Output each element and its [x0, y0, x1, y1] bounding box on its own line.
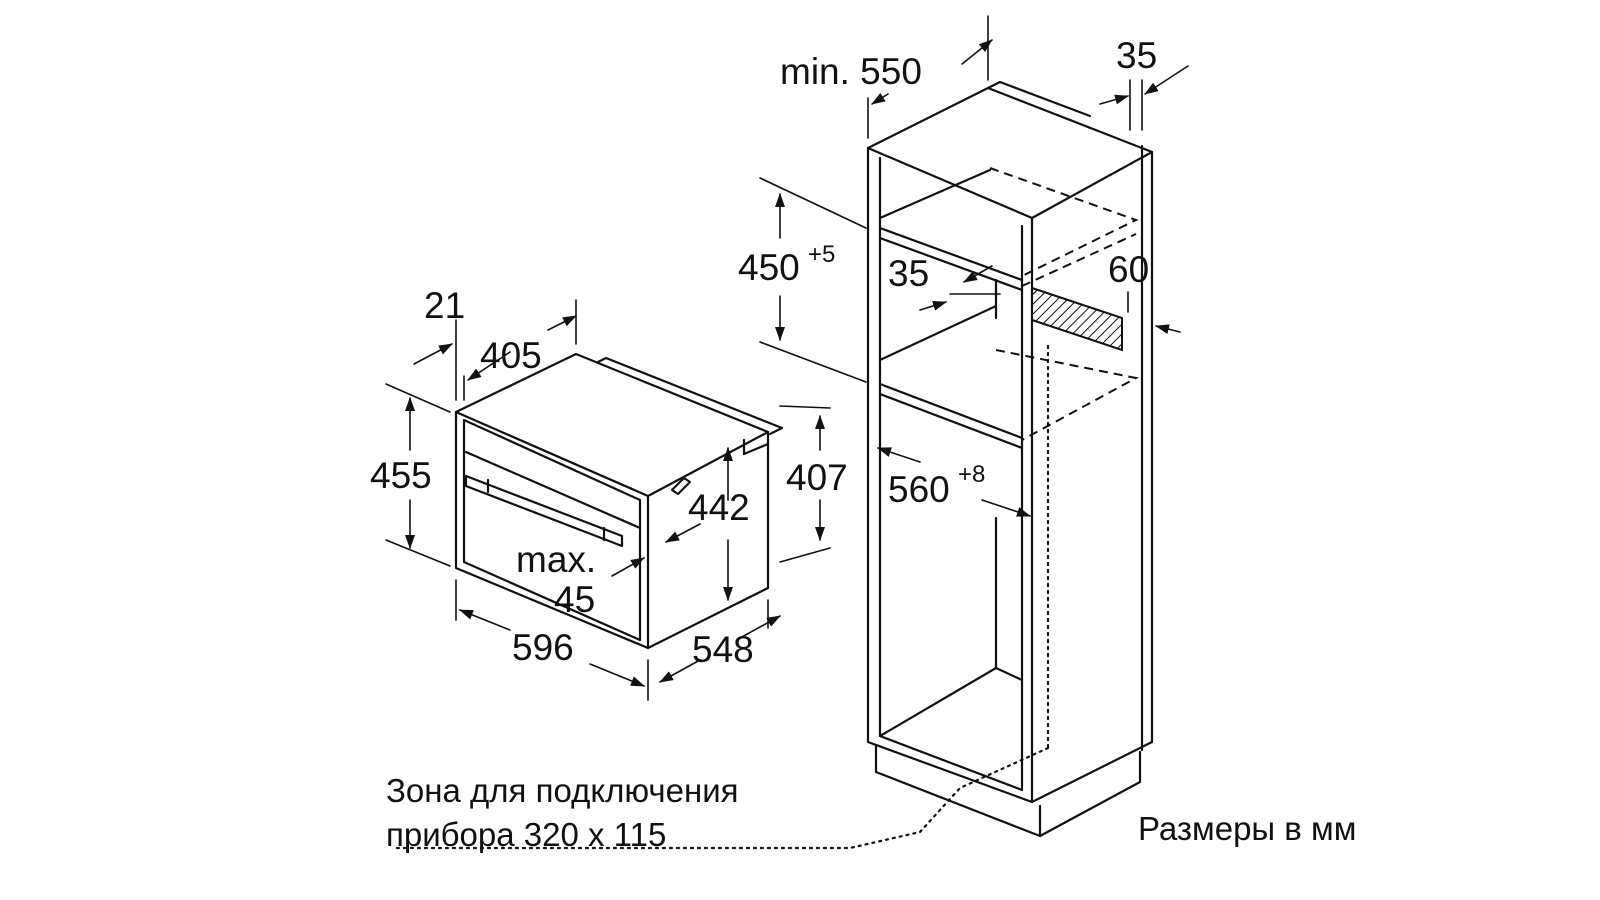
oven-side-notch [742, 438, 770, 456]
oven-front [454, 410, 650, 650]
dim-442: 442 [688, 487, 750, 528]
connection-zone-line1: Зона для подключения [386, 772, 739, 809]
cabinet-plinth [874, 744, 1042, 838]
dim-35-top: 35 [1116, 35, 1157, 76]
cabinet-plinth-side [1038, 750, 1142, 838]
dim-405: 405 [480, 335, 542, 376]
connection-zone-line2: прибора 320 x 115 [386, 816, 666, 853]
lower-compartment-corner [994, 666, 1024, 682]
dim-455: 455 [370, 455, 432, 496]
dim-max-label: max. [516, 539, 596, 580]
lower-dashed-shelf [995, 349, 1139, 441]
dim-35-mid: 35 [888, 253, 929, 294]
vent-hatched-strip [1031, 286, 1123, 352]
oven-dimension-lines [385, 299, 831, 701]
cabinet-right-side [1030, 150, 1154, 804]
units-note: Размеры в мм [1138, 810, 1356, 847]
niche-back [878, 304, 998, 362]
dim-407: 407 [786, 457, 848, 498]
upper-shelf-front-2 [878, 236, 1024, 292]
niche-bottom-front-2 [878, 392, 1024, 450]
oven-front-inner [462, 418, 642, 642]
oven-right-side [646, 430, 770, 650]
oven-side-recess [670, 476, 692, 496]
dim-450-tolerance: +5 [808, 241, 835, 268]
cabinet-top [866, 86, 1154, 220]
cable-path-bottom [394, 746, 1050, 850]
upper-dashed-opening [989, 167, 1139, 277]
upper-shelf-front [878, 226, 1024, 282]
dim-560: 560 [888, 469, 950, 510]
niche-bottom-front [878, 382, 1024, 440]
oven-handle-icon [464, 474, 624, 548]
cabinet-dimension-lines [759, 15, 1189, 517]
dim-560-tolerance: +8 [958, 461, 985, 488]
dim-450: 450 [738, 247, 800, 288]
oven-door-top-line [464, 450, 642, 530]
lower-compartment-floor [878, 666, 998, 738]
cabinet-drawing [394, 80, 1154, 850]
dim-21: 21 [424, 285, 465, 326]
cabinet-back-strip [986, 80, 1092, 118]
dim-596: 596 [512, 627, 574, 668]
oven-top-lip [596, 356, 784, 436]
upper-dashed-lower [1021, 233, 1137, 287]
oven-drawing [454, 352, 784, 650]
dim-min-550: min. 550 [780, 51, 922, 92]
dim-548: 548 [692, 629, 754, 670]
dim-60: 60 [1108, 249, 1149, 290]
dim-max-45: 45 [554, 579, 595, 620]
upper-shelf-back-edge [878, 168, 992, 220]
oven-top [454, 352, 770, 498]
